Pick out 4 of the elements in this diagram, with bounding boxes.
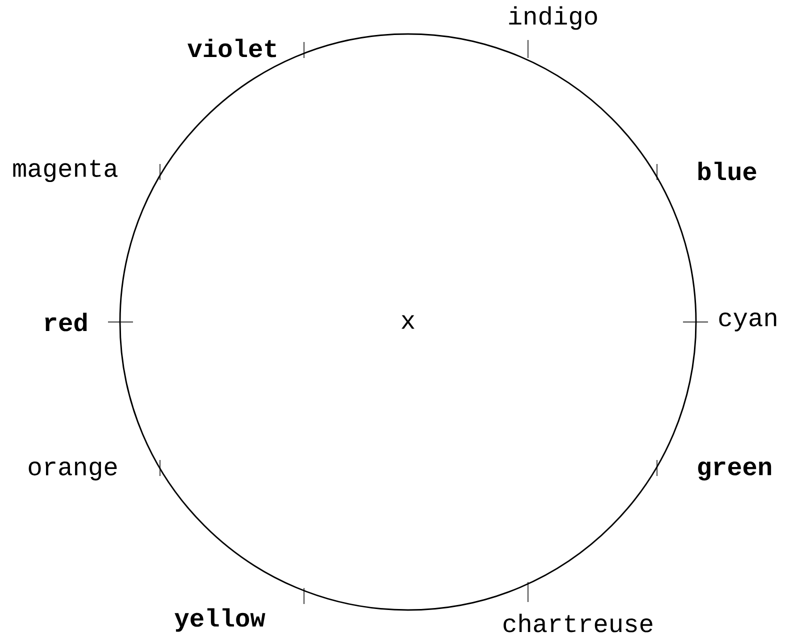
color-label: red <box>45 312 87 332</box>
color-label: cyan <box>719 312 776 332</box>
color-label: yellow <box>174 608 266 632</box>
color-label: violet <box>188 38 276 58</box>
